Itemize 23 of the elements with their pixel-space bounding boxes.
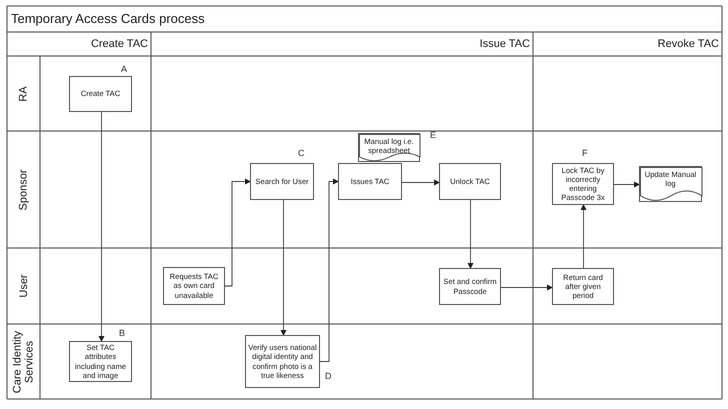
arrow (580, 204, 586, 268)
arrow (402, 180, 440, 186)
column-header: Issue TAC (480, 38, 530, 50)
arrow (98, 112, 104, 342)
step-letter: C (298, 148, 304, 158)
column-header: Revoke TAC (658, 38, 719, 50)
arrow (224, 178, 251, 286)
column-header: Create TAC (90, 38, 148, 50)
step-letter: E (430, 130, 436, 140)
step-letter: B (119, 328, 126, 338)
lane-label: RA (16, 84, 30, 104)
step-letter: D (325, 371, 332, 381)
arrow (468, 200, 474, 269)
lane-label: Care Identity Services (10, 329, 36, 395)
step-letter: F (582, 148, 588, 158)
arrow (500, 284, 553, 290)
lane-label: Sponsor (16, 168, 30, 212)
step-letter: A (121, 64, 128, 74)
arrow (280, 200, 286, 336)
lane-label: User (16, 273, 30, 300)
arrow (320, 178, 339, 362)
arrow (614, 182, 640, 188)
diagram-title: Temporary Access Cards process (11, 11, 205, 26)
